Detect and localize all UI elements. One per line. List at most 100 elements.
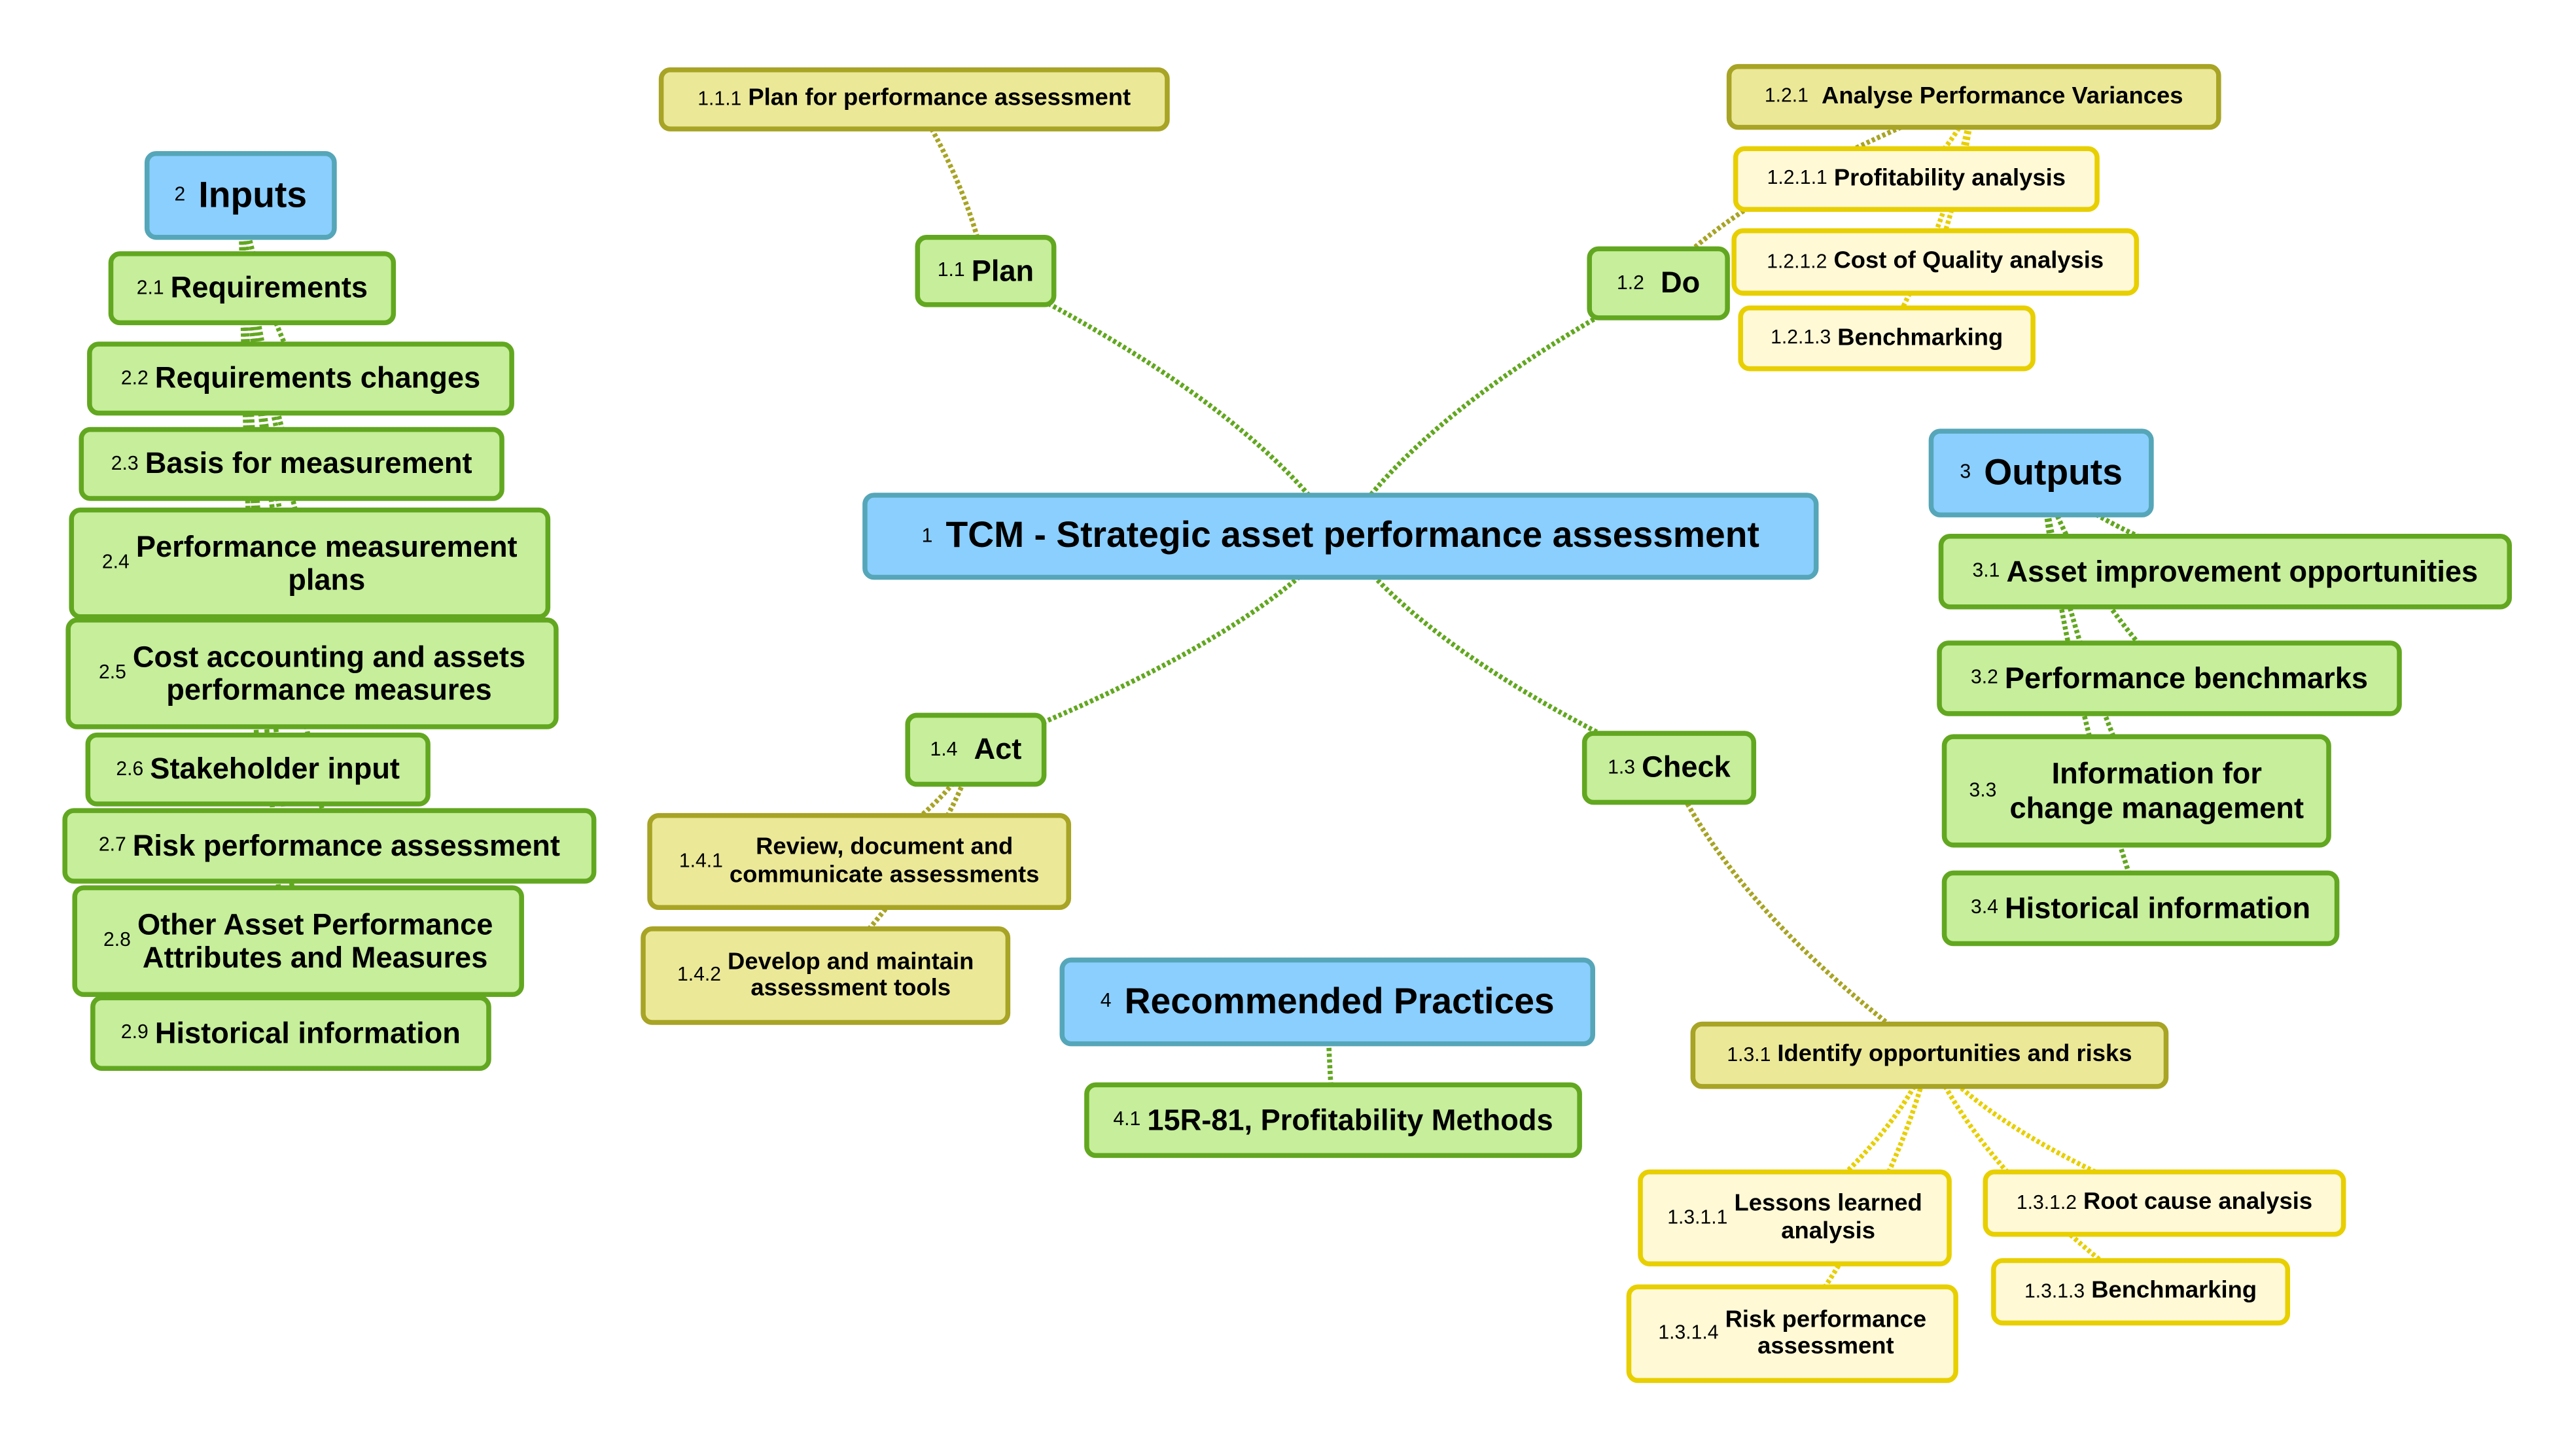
node-label: 15R-81, Profitability Methods bbox=[1147, 1104, 1553, 1137]
subtopic-node-identify-opportunities-and-risks[interactable]: 1.3.1 Identify opportunities and risks bbox=[1690, 1021, 2169, 1089]
node-number: 1.4.1 bbox=[679, 848, 723, 872]
node-label: Cost of Quality analysis bbox=[1833, 249, 2104, 275]
node-number: 1.3.1.2 bbox=[2016, 1190, 2077, 1213]
node-label: Outputs bbox=[1984, 451, 2123, 493]
node-number: 1.2.1.2 bbox=[1767, 249, 1827, 273]
node-label: Other Asset Performance Attributes and M… bbox=[137, 908, 493, 974]
input-node-performance-measurement-plans[interactable]: 2.4 Performance measurement plans bbox=[69, 507, 551, 619]
connector-n1-n1_2 bbox=[1338, 281, 1660, 538]
node-label: Requirements changes bbox=[154, 362, 481, 395]
node-number: 3.4 bbox=[1971, 896, 1998, 919]
node-label: Performance measurement plans bbox=[135, 530, 518, 597]
leaf-node-benchmarking-check[interactable]: 1.3.1.3 Benchmarking bbox=[1991, 1258, 2291, 1326]
node-number: 2.8 bbox=[103, 928, 131, 952]
node-label: Identify opportunities and risks bbox=[1777, 1041, 2132, 1068]
connector-n1_3-n1_3_1 bbox=[1667, 767, 1932, 1058]
node-number: 3.3 bbox=[1969, 778, 1997, 801]
node-number: 2.7 bbox=[98, 833, 126, 856]
node-number: 1.1 bbox=[937, 258, 965, 282]
input-node-cost-accounting[interactable]: 2.5 Cost accounting and assets performan… bbox=[65, 618, 559, 729]
leaf-node-profitability-analysis[interactable]: 1.2.1.1 Profitability analysis bbox=[1733, 146, 2100, 212]
node-number: 2.3 bbox=[111, 451, 139, 475]
node-label: Develop and maintain assessment tools bbox=[728, 949, 974, 1002]
main-node-inputs[interactable]: 2 Inputs bbox=[144, 150, 337, 240]
leaf-node-risk-performance-assessment[interactable]: 1.3.1.4 Risk performance assessment bbox=[1626, 1284, 1958, 1384]
node-label: Historical information bbox=[2004, 892, 2311, 925]
subtopic-node-review-document-communicate[interactable]: 1.4.1 Review, document and communicate a… bbox=[647, 812, 1072, 910]
input-node-stakeholder-input[interactable]: 2.6 Stakeholder input bbox=[85, 732, 431, 807]
main-node-outputs[interactable]: 3 Outputs bbox=[1928, 428, 2154, 517]
node-label: Risk performance assessment bbox=[1725, 1307, 1927, 1360]
node-label: Plan for performance assessment bbox=[748, 86, 1131, 113]
subtopic-node-develop-maintain-tools[interactable]: 1.4.2 Develop and maintain assessment to… bbox=[641, 926, 1011, 1025]
node-label: Review, document and communicate assessm… bbox=[729, 835, 1040, 888]
node-number: 3 bbox=[1960, 460, 1971, 483]
node-number: 1.2.1.1 bbox=[1767, 166, 1827, 190]
output-node-asset-improvement-opportunities[interactable]: 3.1 Asset improvement opportunities bbox=[1938, 534, 2513, 610]
input-node-basis-for-measurement[interactable]: 2.3 Basis for measurement bbox=[79, 427, 504, 501]
node-number: 4.1 bbox=[1113, 1107, 1141, 1131]
root-node[interactable]: 1 TCM - Strategic asset performance asse… bbox=[862, 493, 1819, 580]
node-number: 1.4 bbox=[930, 737, 958, 760]
node-number: 2.5 bbox=[98, 661, 126, 684]
subtopic-node-plan-for-performance-assessment[interactable]: 1.1.1 Plan for performance assessment bbox=[658, 67, 1170, 131]
node-number: 1.3.1.1 bbox=[1667, 1205, 1728, 1229]
node-number: 2.2 bbox=[120, 366, 149, 389]
node-label: Analyse Performance Variances bbox=[1822, 83, 2183, 110]
main-node-recommended-practices[interactable]: 4 Recommended Practices bbox=[1059, 957, 1595, 1047]
node-label: Risk performance assessment bbox=[132, 829, 560, 862]
connector-n1_2_1-n1_2_1_3 bbox=[1884, 96, 1977, 340]
output-node-historical-information[interactable]: 3.4 Historical information bbox=[1941, 870, 2340, 947]
node-label: Benchmarking bbox=[2091, 1278, 2257, 1305]
node-label: Act bbox=[974, 733, 1022, 767]
node-label: Requirements bbox=[170, 271, 368, 305]
node-number: 2 bbox=[174, 183, 186, 206]
node-number: 2.9 bbox=[120, 1020, 149, 1044]
node-label: Check bbox=[1642, 751, 1731, 784]
input-node-requirements-changes[interactable]: 2.2 Requirements changes bbox=[87, 341, 514, 416]
node-label: Cost accounting and assets performance m… bbox=[132, 640, 526, 706]
node-number: 2.1 bbox=[136, 275, 164, 299]
subtopic-node-analyse-performance-variances[interactable]: 1.2.1 Analyse Performance Variances bbox=[1726, 63, 2221, 130]
node-label: Basis for measurement bbox=[145, 447, 472, 481]
topic-node-check[interactable]: 1.3 Check bbox=[1581, 731, 1757, 805]
output-node-performance-benchmarks[interactable]: 3.2 Performance benchmarks bbox=[1937, 640, 2402, 716]
topic-node-act[interactable]: 1.4 Act bbox=[905, 712, 1047, 787]
output-node-information-for-change-management[interactable]: 3.3 Information for change management bbox=[1941, 734, 2331, 848]
node-number: 4 bbox=[1100, 989, 1112, 1013]
node-label: Benchmarking bbox=[1837, 324, 2003, 351]
node-number: 1.2.1 bbox=[1764, 84, 1808, 107]
leaf-node-benchmarking-do[interactable]: 1.2.1.3 Benchmarking bbox=[1738, 305, 2036, 372]
node-label: Profitability analysis bbox=[1833, 166, 2066, 192]
node-number: 1.3 bbox=[1608, 755, 1636, 778]
node-label: Performance benchmarks bbox=[2004, 661, 2369, 695]
topic-node-plan[interactable]: 1.1 Plan bbox=[915, 235, 1057, 307]
node-number: 1.3.1.4 bbox=[1658, 1321, 1719, 1344]
node-number: 2.6 bbox=[116, 756, 144, 780]
leaf-node-cost-of-quality-analysis[interactable]: 1.2.1.2 Cost of Quality analysis bbox=[1731, 228, 2140, 296]
topic-node-do[interactable]: 1.2 Do bbox=[1587, 246, 1730, 321]
node-number: 3.1 bbox=[1972, 559, 2000, 582]
node-number: 1.2.1.3 bbox=[1771, 325, 1831, 349]
node-label: Stakeholder input bbox=[150, 753, 400, 786]
node-number: 1.3.1 bbox=[1727, 1042, 1771, 1066]
input-node-risk-performance-assessment[interactable]: 2.7 Risk performance assessment bbox=[62, 808, 597, 884]
connector-n3-n3_3 bbox=[2038, 472, 2139, 792]
input-node-historical-information[interactable]: 2.9 Historical information bbox=[90, 995, 491, 1072]
practice-node-15r-81[interactable]: 4.1 15R-81, Profitability Methods bbox=[1084, 1082, 1582, 1159]
node-label: TCM - Strategic asset performance assess… bbox=[945, 514, 1759, 556]
node-label: Historical information bbox=[154, 1016, 461, 1050]
input-node-other-asset-performance[interactable]: 2.8 Other Asset Performance Attributes a… bbox=[72, 885, 524, 998]
leaf-node-root-cause-analysis[interactable]: 1.3.1.2 Root cause analysis bbox=[1983, 1169, 2346, 1237]
node-label: Inputs bbox=[198, 173, 308, 215]
node-label: Asset improvement opportunities bbox=[2006, 555, 2479, 588]
leaf-node-lessons-learned-analysis[interactable]: 1.3.1.1 Lessons learned analysis bbox=[1638, 1169, 1952, 1266]
node-label: Root cause analysis bbox=[2083, 1189, 2313, 1216]
node-label: Lessons learned analysis bbox=[1734, 1191, 1922, 1244]
node-number: 3.2 bbox=[1970, 665, 1998, 689]
node-number: 2.4 bbox=[101, 550, 130, 574]
node-number: 1.3.1.3 bbox=[2024, 1279, 2085, 1302]
node-number: 1.4.2 bbox=[677, 963, 722, 986]
input-node-requirements[interactable]: 2.1 Requirements bbox=[108, 251, 397, 326]
